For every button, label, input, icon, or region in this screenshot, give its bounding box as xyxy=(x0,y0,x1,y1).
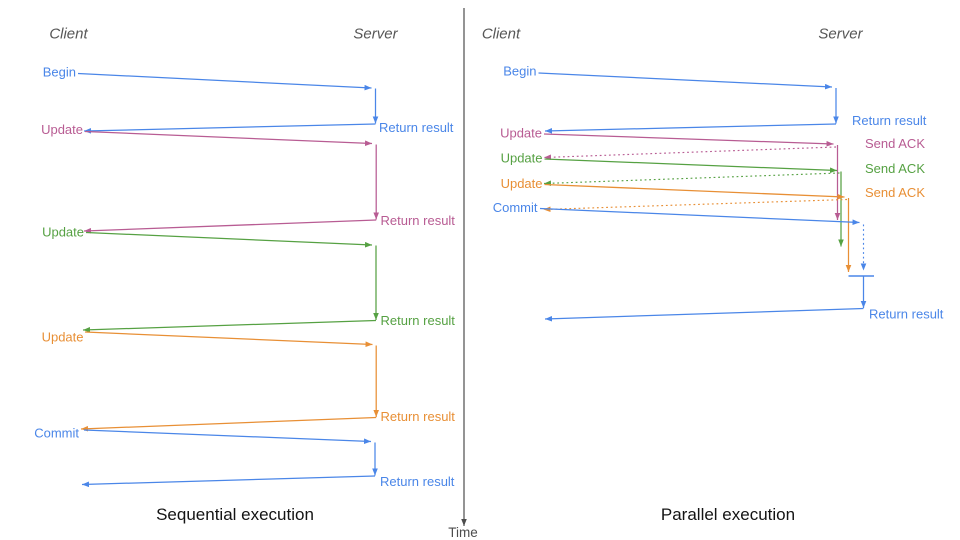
update-1-response-arrow xyxy=(543,146,837,161)
sequential-caption: Sequential execution xyxy=(156,505,314,524)
update-2-response-label: Send ACK xyxy=(865,161,925,176)
update-1-response-label: Send ACK xyxy=(865,136,925,151)
parallel-server-label: Server xyxy=(818,26,863,43)
commit-response-arrow xyxy=(81,475,376,488)
begin-label: Begin xyxy=(43,65,76,80)
time-axis-label: Time xyxy=(448,525,478,540)
begin-request-arrow xyxy=(538,72,833,90)
update-2-request-arrow xyxy=(544,158,838,174)
begin-label: Begin xyxy=(503,64,536,79)
commit-response-arrow xyxy=(544,307,864,322)
update-3-request-arrow xyxy=(544,183,845,200)
commit-request-arrow xyxy=(83,429,372,445)
update-1-response-label: Return result xyxy=(381,213,456,228)
update-3-request-arrow xyxy=(84,331,373,347)
commit-label: Commit xyxy=(34,426,79,441)
update-3-response-label: Send ACK xyxy=(865,185,925,200)
begin-response-label: Return result xyxy=(852,113,927,128)
commit-label: Commit xyxy=(493,200,538,215)
parallel-caption: Parallel execution xyxy=(661,505,795,524)
time-axis: Time xyxy=(448,8,478,540)
sequential-server-label: Server xyxy=(353,26,398,43)
update-2-response-label: Return result xyxy=(381,313,456,328)
update-1-response-arrow xyxy=(83,219,377,234)
update-2-label: Update xyxy=(501,151,543,166)
update-1-request-arrow xyxy=(84,130,373,147)
sequential-client-label: Client xyxy=(49,26,88,43)
begin-response-arrow xyxy=(83,123,376,134)
begin-request-arrow xyxy=(77,72,372,91)
begin-response-arrow xyxy=(544,123,837,134)
update-1-request-arrow xyxy=(543,133,834,147)
update-1-label: Update xyxy=(500,126,542,141)
commit-response-label: Return result xyxy=(869,307,944,322)
begin-response-label: Return result xyxy=(379,120,454,135)
update-2-request-arrow xyxy=(85,231,373,248)
update-2-label: Update xyxy=(42,225,84,240)
update-3-response-label: Return result xyxy=(381,409,456,424)
commit-request-arrow xyxy=(539,207,860,225)
update-3-response-arrow xyxy=(80,416,377,432)
update-2-response-arrow xyxy=(543,172,840,187)
update-1-label: Update xyxy=(41,122,83,137)
update-3-label: Update xyxy=(501,176,543,191)
update-2-response-arrow xyxy=(82,319,377,333)
commit-response-label: Return result xyxy=(380,474,455,489)
update-3-label: Update xyxy=(42,330,84,345)
parallel-client-label: Client xyxy=(482,26,521,43)
update-3-response-arrow xyxy=(543,198,848,213)
